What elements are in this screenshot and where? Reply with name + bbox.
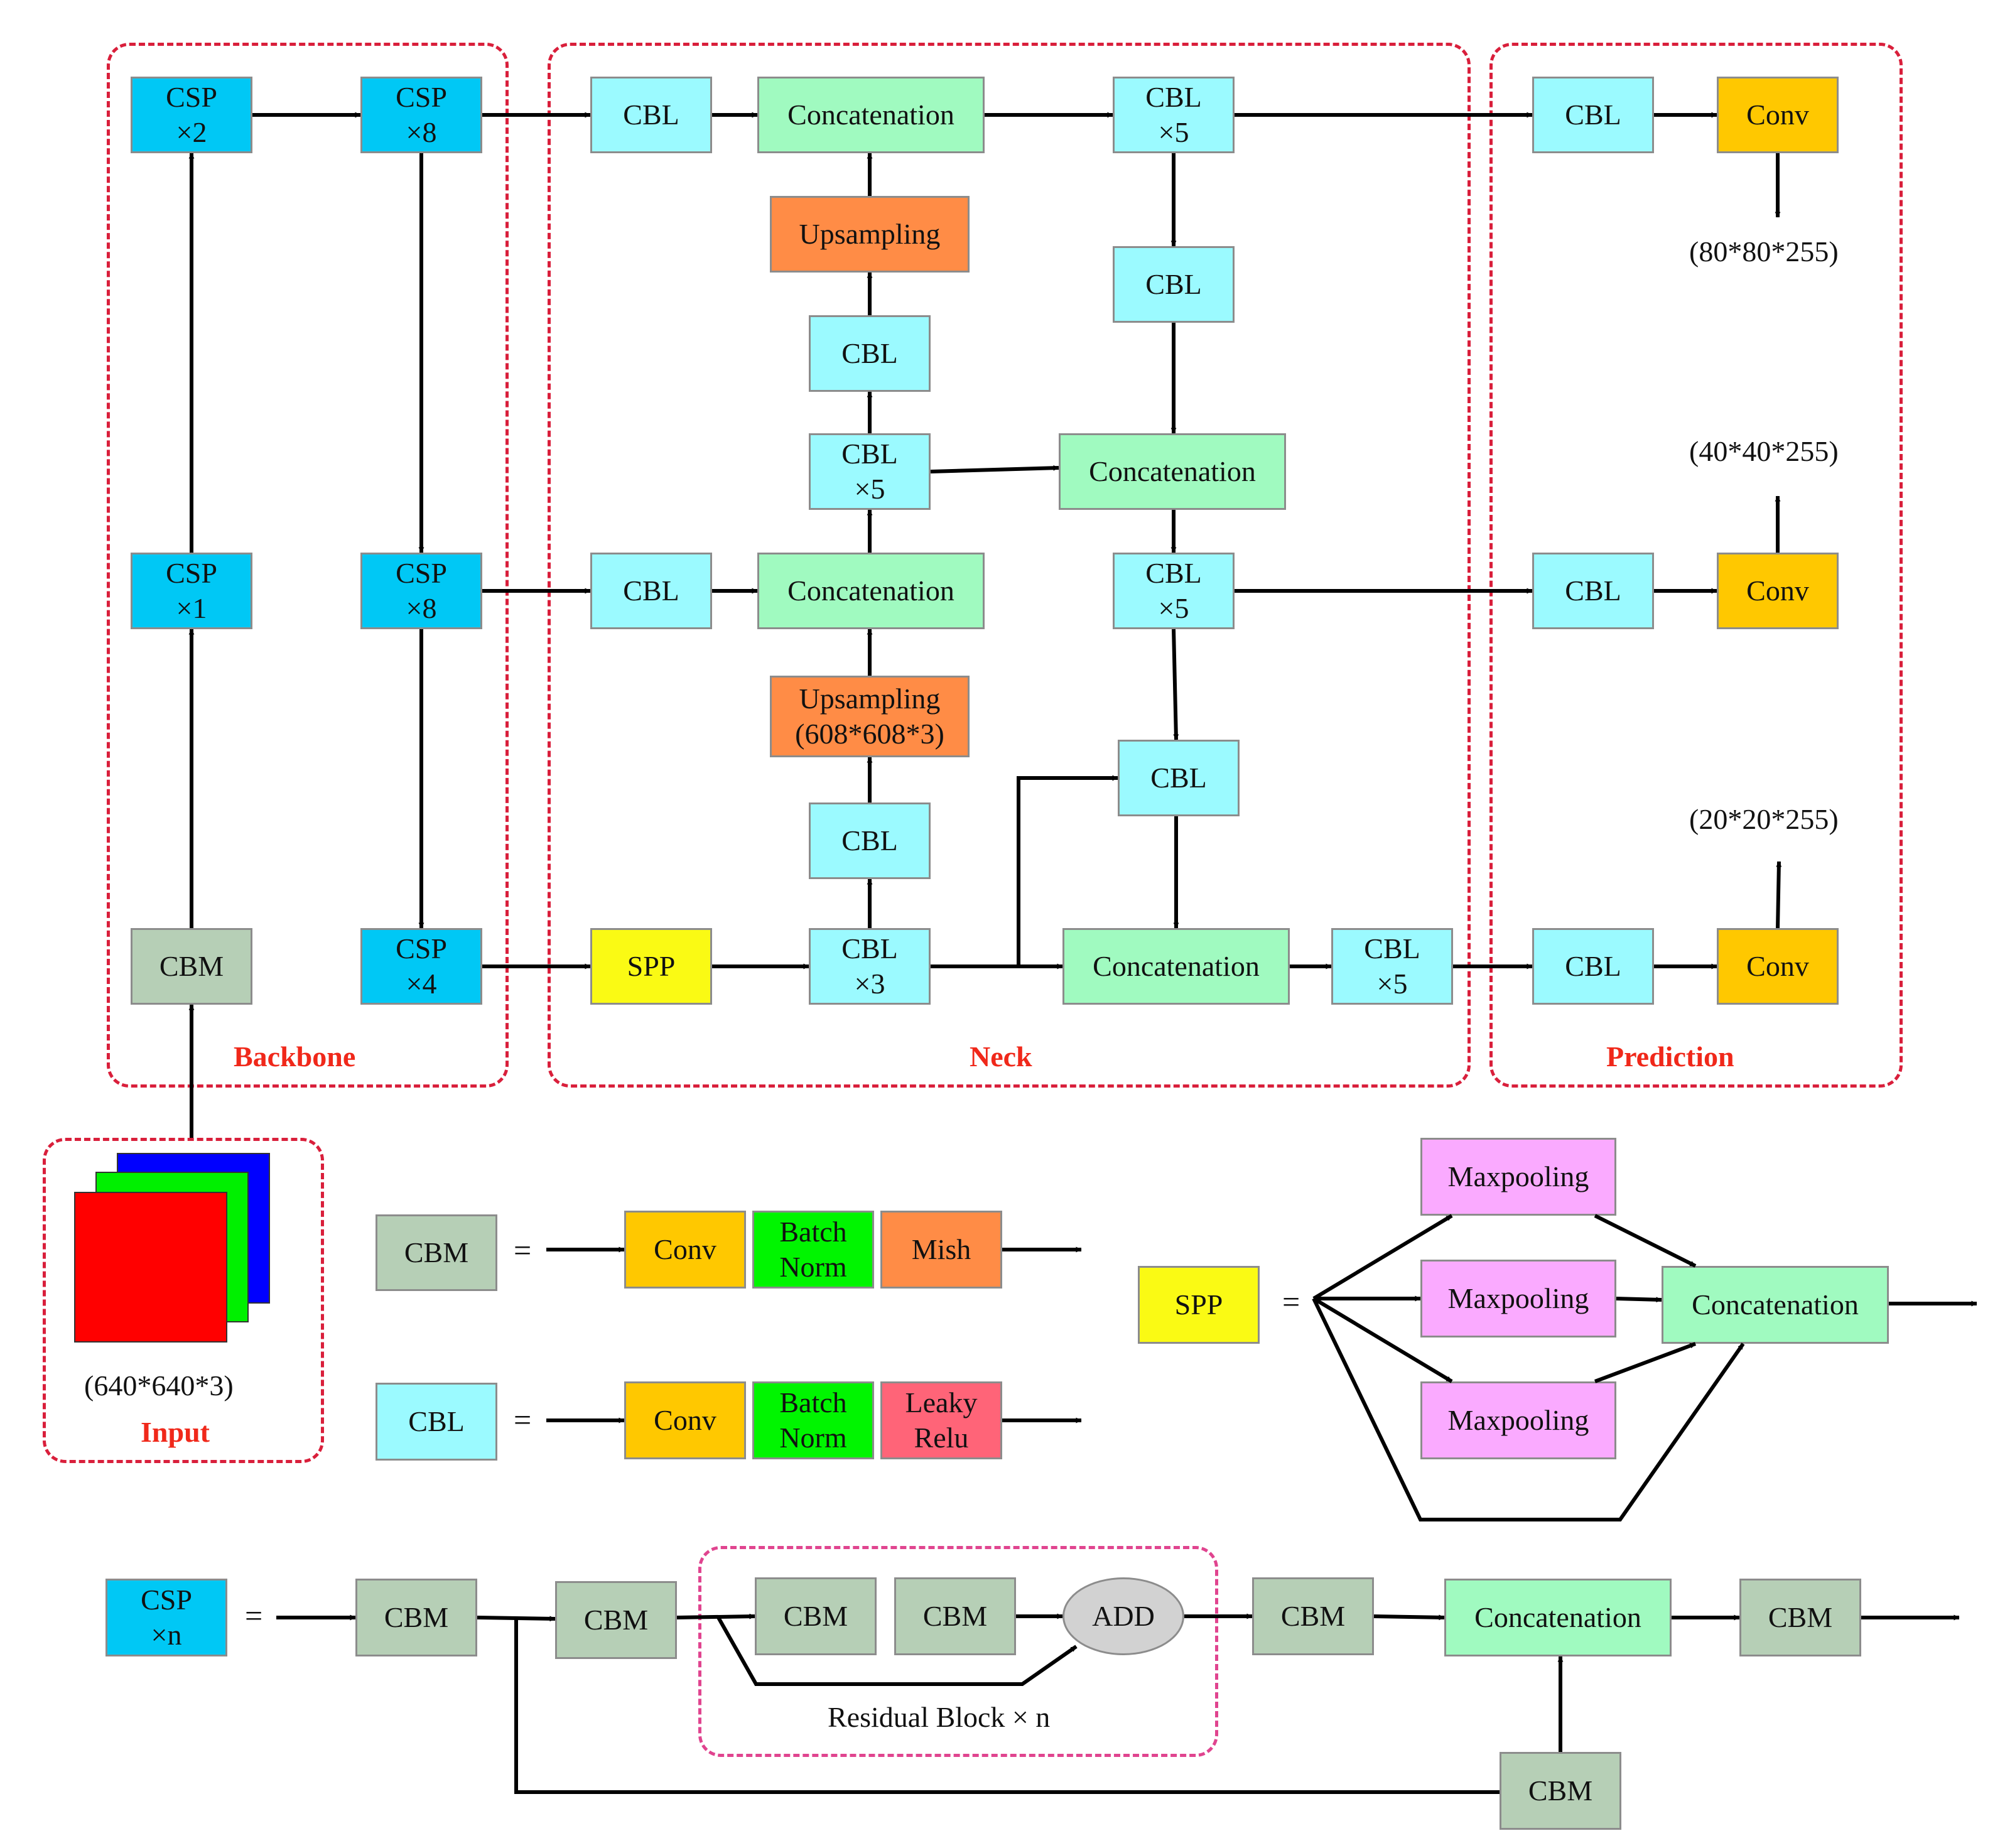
residual-block-label: Residual Block × n — [828, 1701, 1051, 1733]
legend-csp-name: CSP ×n — [105, 1579, 227, 1656]
legend-cbm-batchnorm: Batch Norm — [752, 1211, 874, 1289]
legend-csp-cbm-branch: CBM — [1500, 1752, 1621, 1830]
legend-csp-cbm-6: CBM — [1739, 1579, 1861, 1656]
legend-cbm-equals: = — [514, 1233, 532, 1268]
neck-cbl-center-lower: CBL — [809, 802, 931, 879]
legend-cbm-mish: Mish — [880, 1211, 1002, 1289]
legend-csp-add: ADD — [1062, 1577, 1184, 1655]
prediction-label: Prediction — [1606, 1040, 1734, 1073]
legend-cbl-leaky-relu: Leaky Relu — [880, 1381, 1002, 1459]
neck-label: Neck — [970, 1040, 1032, 1073]
legend-cbl-conv: Conv — [624, 1381, 746, 1459]
csp-x4-block: CSP ×4 — [360, 928, 482, 1005]
input-group — [43, 1138, 324, 1463]
legend-spp-concatenation: Concatenation — [1662, 1266, 1889, 1344]
prediction-output-40: (40*40*255) — [1689, 435, 1839, 467]
neck-cbl-x5-bottom: CBL ×5 — [1331, 928, 1453, 1005]
neck-cbl-x5-top: CBL ×5 — [1113, 77, 1235, 153]
input-label: Input — [141, 1416, 210, 1448]
neck-cbl-left-mid: CBL — [590, 553, 712, 629]
neck-cbl-x5-center: CBL ×5 — [809, 433, 931, 510]
residual-block-group — [698, 1546, 1218, 1757]
cbm-block: CBM — [131, 928, 252, 1005]
prediction-cbl-1: CBL — [1532, 77, 1654, 153]
neck-upsampling-mid: Upsampling (608*608*3) — [770, 676, 970, 757]
prediction-output-80: (80*80*255) — [1689, 235, 1839, 267]
neck-cbl-x3: CBL ×3 — [809, 928, 931, 1005]
legend-cbl-batchnorm: Batch Norm — [752, 1381, 874, 1459]
csp-x8-mid-block: CSP ×8 — [360, 553, 482, 629]
neck-cbl-x5-right-mid: CBL ×5 — [1113, 553, 1235, 629]
csp-x1-block: CSP ×1 — [131, 553, 252, 629]
legend-csp-cbm-5: CBM — [1252, 1577, 1374, 1655]
legend-csp-concatenation: Concatenation — [1444, 1579, 1672, 1656]
legend-csp-equals: = — [245, 1598, 263, 1633]
prediction-cbl-2: CBL — [1532, 553, 1654, 629]
legend-spp-equals: = — [1282, 1284, 1300, 1319]
prediction-conv-3: Conv — [1717, 928, 1839, 1005]
legend-cbm-conv: Conv — [624, 1211, 746, 1289]
prediction-output-20: (20*20*255) — [1689, 803, 1839, 835]
neck-concatenation-right-mid: Concatenation — [1059, 433, 1286, 510]
neck-cbl-right-upper: CBL — [1113, 246, 1235, 323]
legend-spp-maxpooling-3: Maxpooling — [1420, 1381, 1616, 1459]
input-size-label: (640*640*3) — [84, 1370, 234, 1402]
neck-concatenation-mid: Concatenation — [757, 553, 985, 629]
legend-csp-cbm-2: CBM — [555, 1581, 677, 1659]
prediction-conv-1: Conv — [1717, 77, 1839, 153]
csp-x8-top-block: CSP ×8 — [360, 77, 482, 153]
legend-cbm-name: CBM — [376, 1214, 497, 1291]
neck-cbl-center-upper: CBL — [809, 315, 931, 392]
legend-cbl-name: CBL — [376, 1383, 497, 1461]
legend-csp-cbm-4: CBM — [894, 1577, 1016, 1655]
neck-spp-block: SPP — [590, 928, 712, 1005]
legend-spp-maxpooling-2: Maxpooling — [1420, 1260, 1616, 1337]
prediction-conv-2: Conv — [1717, 553, 1839, 629]
neck-cbl-top: CBL — [590, 77, 712, 153]
legend-csp-cbm-1: CBM — [355, 1579, 477, 1656]
input-red-channel — [74, 1192, 227, 1343]
legend-csp-cbm-3: CBM — [755, 1577, 877, 1655]
backbone-group — [107, 43, 509, 1088]
neck-group — [548, 43, 1471, 1088]
neck-cbl-right-lower: CBL — [1118, 740, 1240, 816]
neck-upsampling-top: Upsampling — [770, 196, 970, 273]
csp-x2-block: CSP ×2 — [131, 77, 252, 153]
neck-concatenation-bottom: Concatenation — [1062, 928, 1290, 1005]
legend-cbl-equals: = — [514, 1402, 532, 1437]
backbone-label: Backbone — [234, 1040, 356, 1073]
legend-spp-maxpooling-1: Maxpooling — [1420, 1138, 1616, 1216]
prediction-cbl-3: CBL — [1532, 928, 1654, 1005]
legend-spp-name: SPP — [1138, 1266, 1260, 1344]
prediction-group — [1489, 43, 1903, 1088]
neck-concatenation-top: Concatenation — [757, 77, 985, 153]
